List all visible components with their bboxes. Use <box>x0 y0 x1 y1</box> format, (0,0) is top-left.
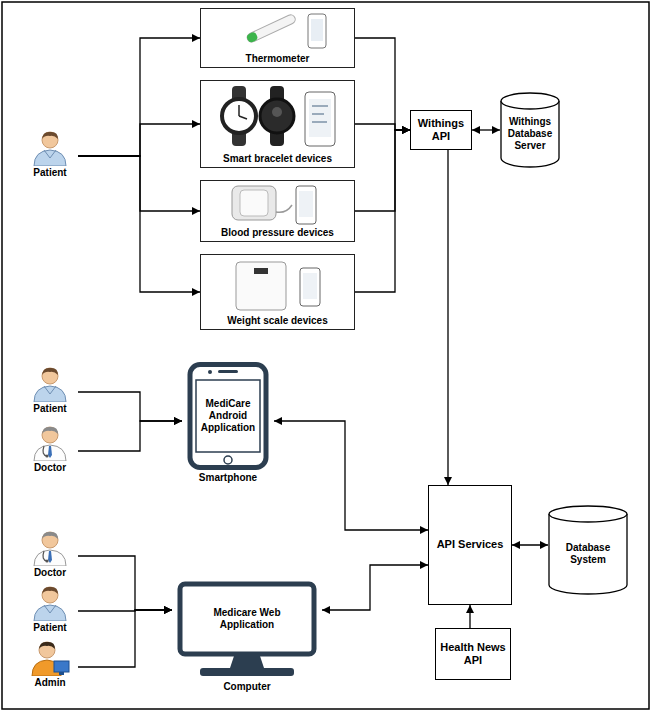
actor-figure: Doctor <box>22 530 78 582</box>
node-label: Withings API <box>414 117 468 143</box>
connector-arrow <box>355 130 410 211</box>
connector-arrow <box>78 421 182 451</box>
node-label: Withings Database Server <box>503 116 557 152</box>
connector-arrow <box>447 150 448 485</box>
smartphone: MediCare Android ApplicationSmartphone <box>182 362 274 490</box>
patient-icon <box>30 585 70 621</box>
database-cylinder: Database System <box>548 505 628 595</box>
bracelet-picture <box>222 86 335 146</box>
database-cylinder: Withings Database Server <box>500 92 560 168</box>
computer: Medicare Web ApplicationComputer <box>172 580 322 700</box>
device-box: Smart bracelet devices <box>200 80 355 168</box>
node-label: Patient <box>33 403 66 415</box>
connector-arrow <box>355 38 410 130</box>
device-caption: Smartphone <box>182 472 274 484</box>
device-box: Thermometer <box>200 8 355 68</box>
connector-arrow <box>472 129 500 130</box>
node-label: Blood pressure devices <box>203 227 352 239</box>
connector-arrow <box>78 556 172 610</box>
connector-arrow <box>78 392 182 421</box>
service-box: Health News API <box>435 628 511 680</box>
node-label: Patient <box>33 167 66 179</box>
node-label: Admin <box>34 677 65 689</box>
blood-pressure-picture <box>232 186 316 224</box>
actor-figure: Patient <box>22 366 78 418</box>
patient-icon <box>30 130 70 166</box>
connector-arrow <box>78 156 200 292</box>
doctor-icon <box>30 530 70 566</box>
actor-figure: Admin <box>22 640 78 694</box>
node-label: Weight scale devices <box>203 315 352 327</box>
device-box: Blood pressure devices <box>200 180 355 242</box>
node-label: Smart bracelet devices <box>203 153 352 165</box>
node-label: Doctor <box>34 462 66 474</box>
doctor-icon <box>30 425 70 461</box>
connector-arrow <box>355 130 410 292</box>
connector-arrow <box>78 124 200 156</box>
device-box: Weight scale devices <box>200 254 355 330</box>
connector-arrow <box>274 421 428 530</box>
scale-picture <box>236 262 320 310</box>
actor-figure: Doctor <box>22 425 78 477</box>
node-label: Medicare Web Application <box>186 607 308 631</box>
device-caption: Computer <box>172 681 322 693</box>
node-label: Patient <box>33 622 66 634</box>
node-label: Thermometer <box>203 53 352 65</box>
connector-arrow <box>512 544 548 545</box>
node-label: MediCare Android Application <box>195 398 261 434</box>
connector-arrow <box>78 610 172 667</box>
admin-icon <box>30 640 70 676</box>
service-box: Withings API <box>410 110 472 150</box>
actor-figure: Patient <box>22 585 78 637</box>
connector-arrow <box>355 124 410 130</box>
service-box: API Services <box>428 485 512 605</box>
node-label: Database System <box>551 542 625 566</box>
connector-arrow <box>78 156 200 211</box>
actor-figure: Patient <box>22 130 78 182</box>
connector-arrow <box>469 605 470 628</box>
connector-arrow <box>78 38 200 156</box>
connector-arrow <box>322 565 428 610</box>
thermometer-picture <box>246 13 326 48</box>
node-label: API Services <box>437 538 504 551</box>
node-label: Health News API <box>439 641 507 667</box>
node-label: Doctor <box>34 567 66 579</box>
patient-icon <box>30 366 70 402</box>
